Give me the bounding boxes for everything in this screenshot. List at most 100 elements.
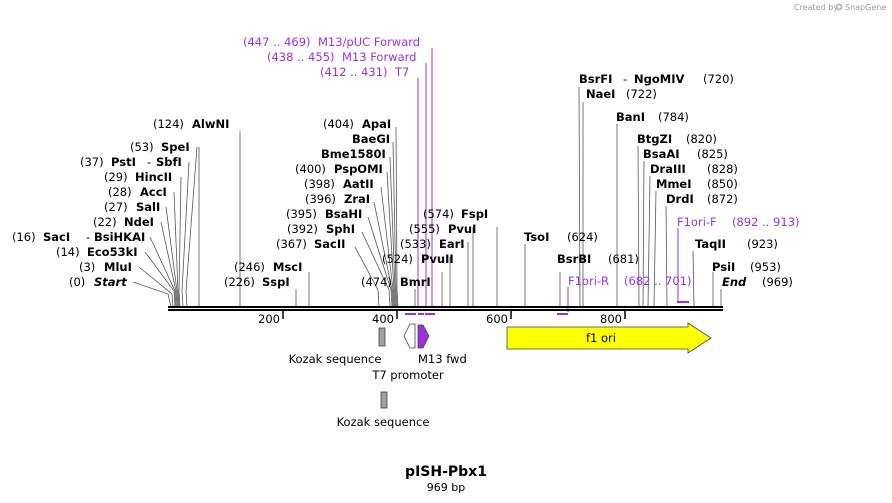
primer-name: F1ori-F <box>677 215 717 229</box>
enzyme-position: (27) <box>104 200 128 214</box>
enzyme-position: (850) <box>707 177 738 191</box>
enzyme-label[interactable]: Eco53kI <box>87 245 138 259</box>
enzyme-label[interactable]: SalI <box>136 200 160 214</box>
enzyme-position: (22) <box>93 215 117 229</box>
enzyme-position: (953) <box>750 260 781 274</box>
enzyme-label[interactable]: MmeI <box>656 177 692 191</box>
credit-text: Created by <box>794 3 838 12</box>
ruler-tick-label: 200 <box>258 312 280 326</box>
feature-label-m13-fwd: M13 fwd <box>418 352 467 366</box>
primer-leader-lines <box>417 48 679 312</box>
primer-range: (682 .. 701) <box>624 274 692 288</box>
enzyme-position: (0) <box>69 275 85 289</box>
enzyme-label[interactable]: AatII <box>343 177 374 191</box>
enzyme-label[interactable]: BsrFI <box>579 72 612 86</box>
enzyme-label[interactable]: BsaHI <box>325 207 362 221</box>
plasmid-name: pISH-Pbx1 <box>405 464 487 480</box>
ruler-labels: 200 400 600 800 <box>258 312 622 326</box>
primer-name: T7 <box>394 65 409 79</box>
snapgene-logo-icon <box>835 3 843 11</box>
ruler-tick-label: 800 <box>600 312 622 326</box>
enzyme-label[interactable]: BtgZI <box>637 132 672 146</box>
primer-range: (412 .. 431) <box>320 65 388 79</box>
feature-label-f1-ori: f1 ori <box>586 331 616 345</box>
primer-range: (892 .. 913) <box>732 215 800 229</box>
enzyme-position: (533) <box>400 237 431 251</box>
enzyme-label[interactable]: AccI <box>140 185 167 199</box>
enzyme-label[interactable]: SpeI <box>161 140 190 154</box>
enzyme-position: (574) <box>423 207 454 221</box>
enzyme-label[interactable]: PsiI <box>712 260 735 274</box>
enzyme-label[interactable]: EarI <box>439 237 465 251</box>
dna-backbone-bottom-strand <box>168 309 723 311</box>
enzyme-label[interactable]: SbfI <box>156 155 182 169</box>
enzyme-label[interactable]: BsaAI <box>643 147 680 161</box>
enzyme-position: (825) <box>697 147 728 161</box>
ruler-tick-label: 400 <box>372 312 394 326</box>
enzyme-label[interactable]: PspOMI <box>334 162 383 176</box>
enzyme-label[interactable]: PvuII <box>421 252 454 266</box>
enzyme-label[interactable]: FspI <box>461 207 488 221</box>
enzyme-position: (398) <box>304 177 335 191</box>
primer-name: F1ori-R <box>568 274 609 288</box>
enzyme-position: (53) <box>130 140 154 154</box>
left-enzyme-labels: (0) Start (3) MluI (14) Eco53kI (16) Sac… <box>12 117 229 289</box>
enzyme-label[interactable]: BanI <box>616 110 645 124</box>
enzyme-label[interactable]: BsrBI <box>557 252 591 266</box>
enzyme-label[interactable]: SphI <box>326 222 355 236</box>
enzyme-separator: - <box>147 155 151 169</box>
primer-labels: (447 .. 469) M13/pUC Forward (438 .. 455… <box>243 35 800 288</box>
enzyme-label[interactable]: NdeI <box>124 215 154 229</box>
enzyme-label[interactable]: SacII <box>314 237 345 251</box>
enzyme-position: (404) <box>323 117 354 131</box>
enzyme-label[interactable]: NgoMIV <box>634 72 684 86</box>
m13-fwd-feature[interactable] <box>417 324 430 349</box>
enzyme-position: (16) <box>12 230 36 244</box>
enzyme-label[interactable]: ApaI <box>362 117 391 131</box>
kozak-sequence-feature[interactable] <box>378 327 386 347</box>
enzyme-separator: - <box>86 230 90 244</box>
feature-label-kozak: Kozak sequence <box>289 352 382 366</box>
enzyme-label[interactable]: BmrI <box>400 275 431 289</box>
enzyme-label[interactable]: Bme1580I <box>321 147 386 161</box>
enzyme-label[interactable]: TsoI <box>524 230 549 244</box>
site-marker-start[interactable]: Start <box>94 275 127 289</box>
primer-range: (447 .. 469) <box>243 35 311 49</box>
enzyme-label[interactable]: ZraI <box>344 192 370 206</box>
enzyme-label[interactable]: AlwNI <box>192 117 229 131</box>
enzyme-label[interactable]: BsiHKAI <box>94 230 145 244</box>
enzyme-separator: - <box>623 72 627 86</box>
site-marker-end[interactable]: End <box>722 275 747 289</box>
ruler <box>282 311 626 319</box>
enzyme-position: (226) <box>224 275 255 289</box>
enzyme-label[interactable]: PstI <box>111 155 136 169</box>
enzyme-label[interactable]: MluI <box>104 260 132 274</box>
enzyme-label[interactable]: PvuI <box>448 222 476 236</box>
enzyme-position: (624) <box>567 230 598 244</box>
enzyme-label[interactable]: SspI <box>262 275 290 289</box>
enzyme-label[interactable]: SacI <box>43 230 70 244</box>
enzyme-label[interactable]: DraIII <box>650 162 686 176</box>
f1-ori-feature[interactable] <box>506 322 712 354</box>
ruler-tick-label: 600 <box>486 312 508 326</box>
dna-backbone-top-strand <box>168 306 723 308</box>
enzyme-label[interactable]: MscI <box>273 260 302 274</box>
primer-binding-marks <box>405 301 689 315</box>
enzyme-label[interactable]: HincII <box>135 170 172 184</box>
kozak-sequence-feature-2[interactable] <box>380 391 388 409</box>
enzyme-position: (722) <box>626 87 657 101</box>
right-leader-lines <box>524 86 722 308</box>
t7-promoter-feature[interactable] <box>403 323 416 349</box>
enzyme-label[interactable]: DrdI <box>666 192 694 206</box>
enzyme-label[interactable]: TaqII <box>695 237 726 251</box>
middle-leader-lines <box>295 126 498 308</box>
enzyme-position: (720) <box>703 72 734 86</box>
enzyme-position: (37) <box>80 155 104 169</box>
enzyme-position: (828) <box>707 162 738 176</box>
enzyme-label[interactable]: NaeI <box>586 87 615 101</box>
enzyme-position: (392) <box>287 222 318 236</box>
enzyme-label[interactable]: BaeGI <box>352 132 390 146</box>
enzyme-position: (3) <box>79 260 95 274</box>
enzyme-position: (872) <box>707 192 738 206</box>
